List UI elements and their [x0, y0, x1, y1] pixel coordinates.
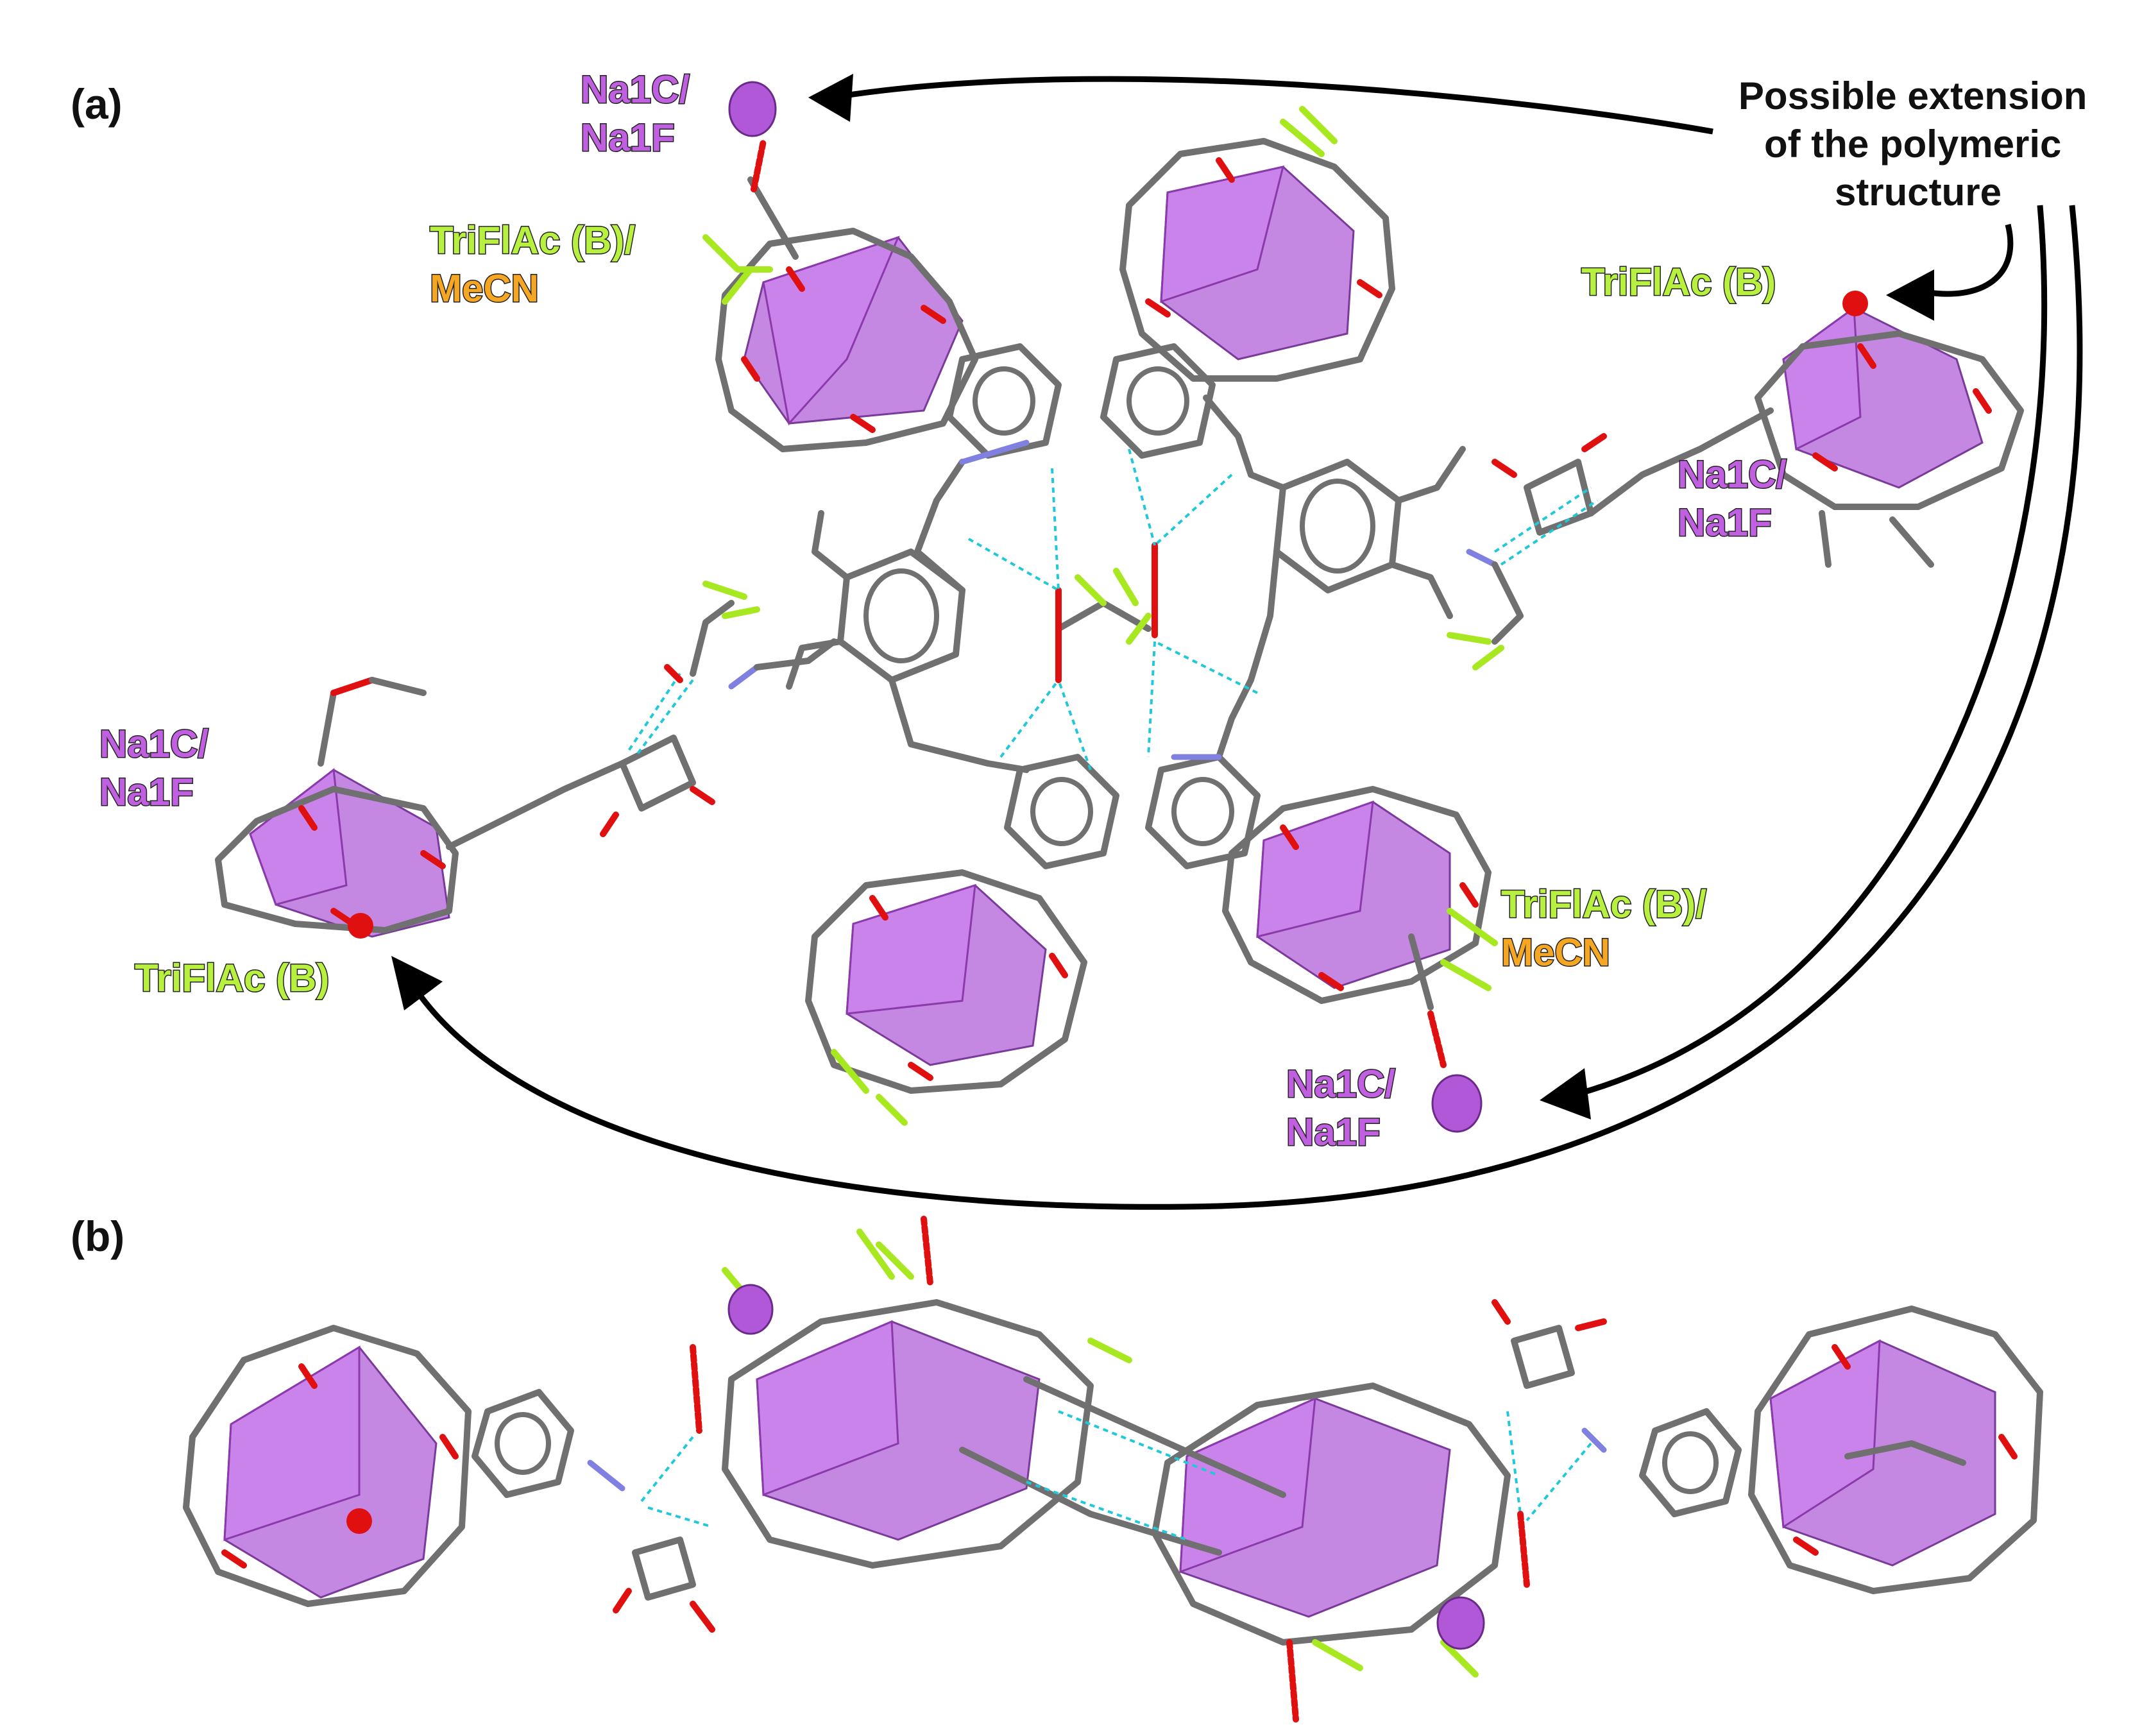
tfa-label-left: TriFlAc (B) — [135, 957, 329, 1000]
na-label-bottom-right: Na1C/ Na1F — [1286, 1062, 1406, 1153]
panel-b-structure — [183, 1216, 2043, 1723]
sodium-polyhedron-bottom-right — [1222, 786, 1498, 1010]
sodium-polyhedron-top-center — [1119, 106, 1395, 382]
side-view-polyhedron-left — [183, 1325, 625, 1607]
oxygen-atom-right — [1842, 291, 1868, 316]
squaramide-left — [446, 581, 837, 850]
side-view-squaramide-left — [613, 1344, 715, 1633]
sodium-polyhedron-bottom-center — [805, 869, 1087, 1126]
tfa-mecn-label-top-left: TriFlAc (B)/ MeCN — [430, 219, 646, 310]
sodium-polyhedron-right — [1755, 306, 2024, 568]
central-macrocycle — [786, 343, 1466, 869]
side-view-center — [722, 1216, 1511, 1723]
na-contact-bottom-right — [1427, 1010, 1447, 1068]
panel-a-structure — [215, 81, 2024, 1133]
sodium-atom-top-left — [728, 81, 777, 137]
na-contact-top-left — [751, 138, 767, 192]
tfa-mecn-label-bottom-right: TriFlAc (B)/ MeCN — [1501, 883, 1717, 974]
side-view-polyhedron-right — [1748, 1306, 2043, 1594]
tfa-label-right: TriFlAc (B) — [1581, 260, 1776, 303]
side-view-squaramide-right — [1492, 1299, 1742, 1588]
sodium-polyhedron-top-left — [702, 176, 978, 452]
squaramide-right — [1447, 407, 1774, 670]
sodium-atom-bottom-right — [1431, 1074, 1483, 1133]
extension-arrows — [391, 74, 2083, 1210]
na-label-top-left: Na1C/ Na1F — [581, 68, 701, 159]
panel-label-a: (a) — [71, 80, 123, 128]
extension-label: Possible extension of the polymeric stru… — [1738, 74, 2098, 214]
oxygen-atom-left — [348, 913, 373, 939]
panel-label-b: (b) — [71, 1213, 124, 1260]
na-label-right: Na1C/ Na1F — [1678, 453, 1798, 544]
sodium-polyhedron-left — [215, 677, 459, 938]
na-label-left: Na1C/ Na1F — [99, 722, 219, 813]
